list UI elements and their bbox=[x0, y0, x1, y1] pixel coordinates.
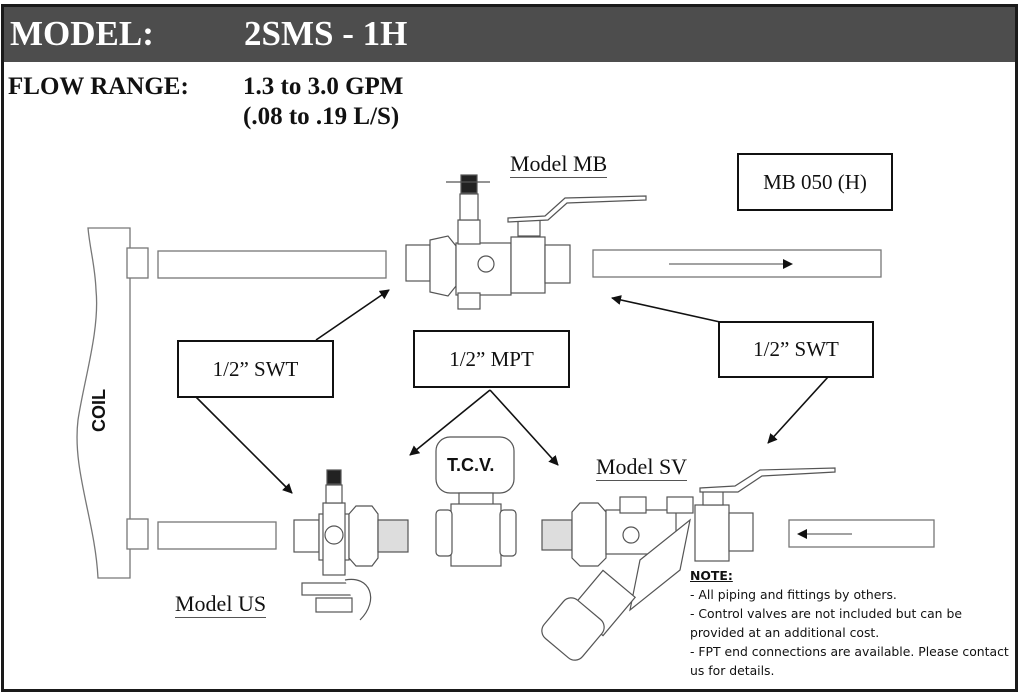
coil-body bbox=[76, 227, 131, 579]
model-header: MODEL: 2SMS - 1H bbox=[4, 7, 1015, 62]
notes-block: NOTE: - All piping and fittings by other… bbox=[690, 566, 1020, 680]
swt-right-callout: 1/2” SWT bbox=[718, 321, 874, 378]
pipe-top-left bbox=[157, 250, 387, 279]
tcv-valve bbox=[435, 436, 517, 567]
pipe-bottom-right bbox=[788, 519, 935, 548]
coil-label: COIL bbox=[89, 389, 109, 432]
note-line: - Control valves are not included but ca… bbox=[690, 606, 962, 640]
flow-range-lps: (.08 to .19 L/S) bbox=[243, 103, 400, 130]
arrow-mpt-to-sv bbox=[489, 389, 559, 466]
model-sv-valve bbox=[541, 467, 836, 661]
model-value: 2SMS - 1H bbox=[244, 14, 408, 53]
arrow-mpt-to-us bbox=[409, 389, 491, 456]
arrow-swt-right-to-mb bbox=[611, 295, 721, 323]
flow-range-label: FLOW RANGE: bbox=[8, 73, 189, 100]
model-mb-valve bbox=[405, 174, 647, 310]
model-us-label: Model US bbox=[175, 591, 267, 618]
mpt-callout: 1/2” MPT bbox=[413, 330, 570, 388]
pipe-bottom-left bbox=[157, 521, 277, 550]
coil-stub-top bbox=[126, 247, 149, 279]
coil-stub-bottom bbox=[126, 518, 149, 550]
arrow-swt-right-to-sv bbox=[767, 376, 829, 444]
arrow-swt-left-to-mb bbox=[315, 289, 390, 341]
arrow-swt-left-to-us bbox=[195, 396, 293, 494]
model-us-valve bbox=[293, 469, 409, 621]
swt-left-callout: 1/2” SWT bbox=[177, 340, 334, 398]
model-label: MODEL: bbox=[10, 14, 154, 53]
note-title: NOTE: bbox=[690, 568, 733, 583]
model-mb-label: Model MB bbox=[510, 151, 608, 178]
model-sv-label: Model SV bbox=[596, 454, 688, 481]
flow-range-gpm: 1.3 to 3.0 GPM bbox=[243, 73, 404, 100]
tcv-label: T.C.V. bbox=[447, 455, 495, 475]
note-line: - FPT end connections are available. Ple… bbox=[690, 644, 1009, 678]
note-line: - All piping and fittings by others. bbox=[690, 587, 897, 602]
part-number-callout: MB 050 (H) bbox=[737, 153, 893, 211]
